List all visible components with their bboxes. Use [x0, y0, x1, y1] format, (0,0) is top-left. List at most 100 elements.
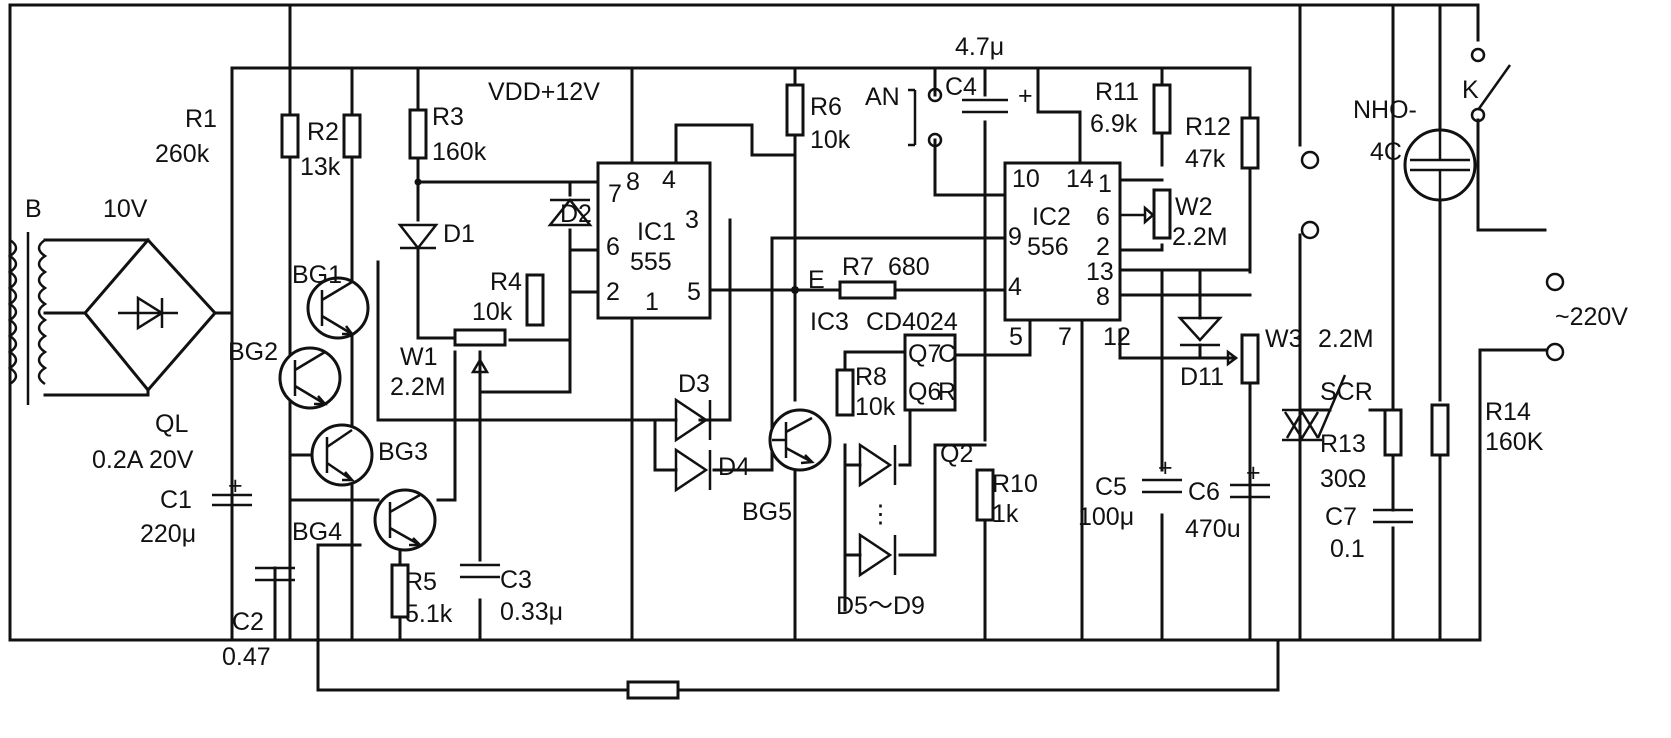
- k-label: K: [1462, 76, 1479, 104]
- r1-resistor: [280, 113, 300, 159]
- v10-label: 10V: [103, 195, 148, 223]
- c3-label: C3: [500, 566, 532, 594]
- d2-label: D2: [560, 200, 592, 228]
- ic2-pin14-label: 14: [1066, 165, 1094, 193]
- ql-value-label: 0.2A 20V: [92, 446, 194, 474]
- bg1-label: BG1: [292, 261, 342, 289]
- r12-value-label: 47k: [1185, 145, 1226, 173]
- ic2-pin5: [953, 318, 1032, 357]
- transformer-primary-coil: [7, 238, 18, 386]
- transformer-secondary-coil: [37, 238, 48, 386]
- r14-resistor: [1430, 403, 1450, 457]
- c1-label: C1: [160, 486, 192, 514]
- ic1-pin4: [674, 123, 797, 162]
- bg4-label: BG4: [292, 518, 342, 546]
- d4-diode: [674, 447, 712, 493]
- c1-plus-sign: +: [228, 472, 243, 500]
- bg5-label: BG5: [742, 498, 792, 526]
- r10-value-label: 1k: [992, 500, 1019, 528]
- r14-label: R14: [1485, 398, 1531, 426]
- mains-label: ~220V: [1555, 303, 1628, 331]
- r4-label: R4: [490, 268, 522, 296]
- w3-value-label: 2.2M: [1318, 325, 1374, 353]
- d3-label: D3: [678, 370, 710, 398]
- r8-resistor: [835, 368, 855, 417]
- ic2-pin6-label: 6: [1096, 203, 1110, 231]
- mains-terminal-bottom: [1545, 342, 1565, 362]
- ic2-pin2-label: 2: [1096, 233, 1110, 261]
- switch-k-top: [1470, 47, 1486, 63]
- w1-label: W1: [400, 343, 438, 371]
- r1-value-label: 260k: [155, 140, 210, 168]
- w1-wiper-arrow: [470, 357, 490, 374]
- switch-k-blade: [1476, 64, 1512, 111]
- r6-value-label: 10k: [810, 126, 851, 154]
- bg2-leads: [293, 350, 328, 406]
- ic1-pin5-label: 5: [687, 278, 701, 306]
- bg2-label: BG2: [228, 338, 278, 366]
- w3-wiper-arrow: [1226, 349, 1239, 367]
- an-contact-bottom: [927, 132, 943, 148]
- d5-d9-chain: [843, 393, 987, 612]
- c6-label: C6: [1188, 478, 1220, 506]
- vdd-label: VDD+12V: [488, 78, 600, 106]
- r10-label: R10: [992, 470, 1038, 498]
- ic2-pin12-label: 12: [1103, 323, 1131, 351]
- ellipsis-dots: ⋮: [868, 500, 893, 528]
- ic1-type-label: 555: [630, 248, 672, 276]
- ic1-pin6-label: 6: [606, 233, 620, 261]
- ic1-pin3-label: 3: [685, 206, 699, 234]
- r7-resistor: [838, 280, 897, 300]
- junction-e: [791, 286, 799, 294]
- ic2-pin4-label: 4: [1008, 273, 1022, 301]
- r4-value-label: 10k: [472, 298, 513, 326]
- d1-label: D1: [443, 220, 475, 248]
- ic1-pin4-label: 4: [662, 166, 676, 194]
- ic2-13-8: [1118, 268, 1252, 297]
- ic2-pin12: [1118, 328, 1237, 360]
- c4-capacitor: [962, 98, 1008, 114]
- r13-label: R13: [1320, 430, 1366, 458]
- ql-label: QL: [155, 410, 188, 438]
- bg3-label: BG3: [378, 438, 428, 466]
- r5-label: R5: [405, 568, 437, 596]
- ic3-q6-label: Q6: [908, 378, 941, 406]
- c6-plus-sign: +: [1246, 459, 1261, 487]
- c4-value-label: 4.7μ: [955, 33, 1004, 61]
- ic2-pin13-label: 13: [1086, 258, 1114, 286]
- relay-contact-bottom: [1300, 220, 1320, 240]
- bridge-diode-symbol: [118, 295, 178, 331]
- ic1-pin1-label: 1: [645, 288, 659, 316]
- d5-d9-label: D5～D9: [836, 592, 925, 620]
- r11-value-label: 6.9k: [1090, 110, 1138, 138]
- r14-value-label: 160K: [1485, 428, 1544, 456]
- ic2-pin7-label: 7: [1058, 323, 1072, 351]
- r12-resistor: [1240, 116, 1260, 170]
- ic2-vcc: [1036, 66, 1082, 167]
- c6-capacitor: [1230, 483, 1270, 499]
- r8-value-label: 10k: [855, 393, 896, 421]
- scr-triac: [1282, 408, 1322, 442]
- b-label: B: [25, 195, 42, 223]
- w3-label: W3: [1265, 325, 1303, 353]
- r2-resistor: [342, 113, 362, 159]
- w3-pot: [1240, 333, 1260, 385]
- labels: 4.7μ VDD+12V AN C4 + R11 6.9k R12 47k NH…: [25, 33, 1628, 671]
- d4-label: D4: [718, 453, 750, 481]
- r5-value-label: 5.1k: [405, 600, 453, 628]
- ic1-label: IC1: [637, 218, 676, 246]
- r3-value-label: 160k: [432, 138, 487, 166]
- w2-value-label: 2.2M: [1172, 223, 1228, 251]
- bottom-feedback: [316, 543, 1280, 692]
- w1-pot: [453, 328, 507, 347]
- r2-value-label: 13k: [300, 153, 341, 181]
- d3-d4: [653, 418, 678, 472]
- an-pushbutton: [908, 88, 917, 147]
- r6-resistor: [785, 83, 805, 137]
- ic3-r-label: R: [938, 378, 956, 406]
- c2-capacitor: [255, 566, 295, 582]
- ic3-chip: [903, 333, 957, 412]
- bg2-transistor: [278, 346, 342, 410]
- w2-wiper-arrow: [1120, 205, 1155, 225]
- q2-label: Q2: [940, 440, 973, 468]
